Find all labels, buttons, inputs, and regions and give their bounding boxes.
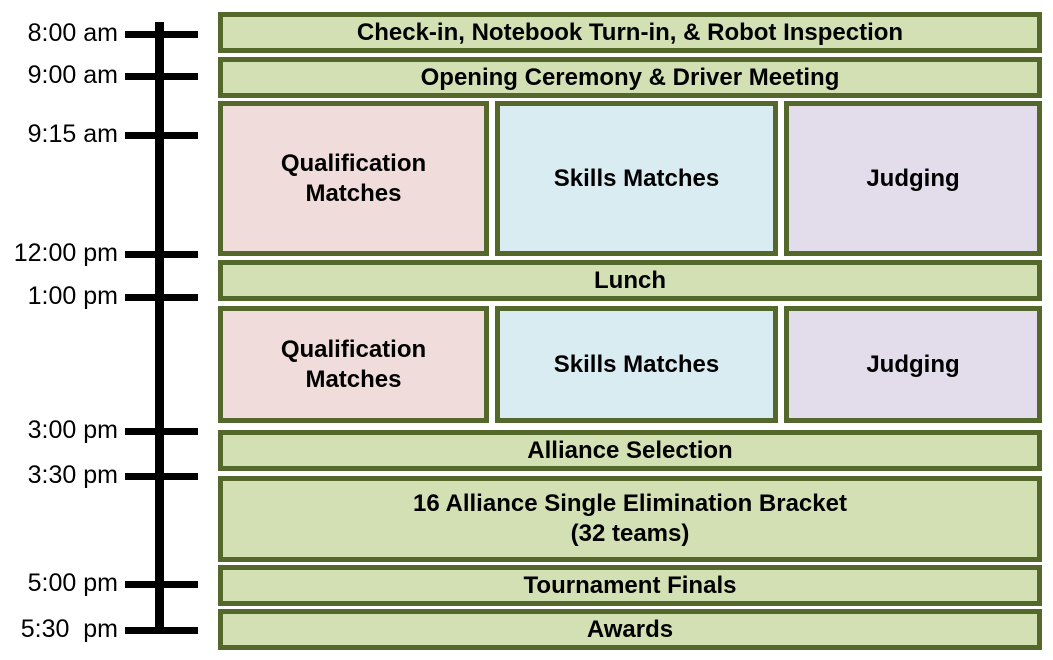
schedule-block-qualification-pm[interactable]: Qualification Matches (218, 306, 489, 423)
timeline-tick-mark (125, 428, 198, 435)
timeline-tick-label: 9:00 am (27, 61, 118, 89)
schedule-block-label: Lunch (594, 266, 666, 294)
schedule-block-label: Judging (866, 164, 960, 192)
schedule-block-label: Qualification Matches (280, 335, 427, 393)
timeline-tick-label: 1:00 pm (27, 282, 118, 310)
schedule-block-label: Judging (866, 350, 960, 378)
timeline-tick: 5:30 pm (0, 614, 210, 644)
schedule-block-label: Check-in, Notebook Turn-in, & Robot Insp… (356, 18, 904, 46)
timeline-tick: 5:00 pm (0, 568, 210, 598)
schedule-block-label: Skills Matches (553, 350, 720, 378)
schedule-block-lunch[interactable]: Lunch (218, 260, 1042, 301)
schedule-block-elimination-bracket[interactable]: 16 Alliance Single Elimination Bracket (… (218, 476, 1042, 562)
timeline-tick: 9:00 am (0, 60, 210, 90)
timeline-tick: 3:00 pm (0, 415, 210, 445)
schedule-blocks-area: Check-in, Notebook Turn-in, & Robot Insp… (218, 0, 1042, 660)
timeline-tick-label: 12:00 pm (13, 239, 118, 267)
schedule-block-label: Awards (586, 615, 674, 643)
timeline-axis: 8:00 am 9:00 am 9:15 am 12:00 pm 1:00 pm 3:00… (0, 0, 210, 660)
timeline-tick-mark (125, 251, 198, 258)
timeline-tick-mark (125, 73, 198, 80)
timeline-tick-label: 9:15 am (27, 120, 118, 148)
timeline-tick-mark (125, 132, 198, 139)
timeline-tick: 12:00 pm (0, 238, 210, 268)
timeline-tick-mark (125, 627, 198, 634)
schedule-block-label: Skills Matches (553, 164, 720, 192)
schedule-block-qualification-am[interactable]: Qualification Matches (218, 101, 489, 256)
timeline-tick: 8:00 am (0, 18, 210, 48)
schedule-block-skills-am[interactable]: Skills Matches (495, 101, 778, 256)
timeline-tick-label: 8:00 am (27, 19, 118, 47)
schedule-block-judging-pm[interactable]: Judging (784, 306, 1042, 423)
schedule-block-judging-am[interactable]: Judging (784, 101, 1042, 256)
timeline-tick: 3:30 pm (0, 460, 210, 490)
schedule-block-label: Opening Ceremony & Driver Meeting (420, 63, 840, 91)
schedule-block-label: Tournament Finals (523, 571, 737, 599)
schedule-block-alliance-selection[interactable]: Alliance Selection (218, 430, 1042, 471)
schedule-block-check-in[interactable]: Check-in, Notebook Turn-in, & Robot Insp… (218, 12, 1042, 53)
schedule-block-label: Qualification Matches (280, 149, 427, 207)
schedule-block-label: Alliance Selection (527, 436, 733, 464)
timeline-tick-label: 3:30 pm (27, 461, 118, 489)
timeline-tick-mark (125, 581, 198, 588)
schedule-block-opening-ceremony[interactable]: Opening Ceremony & Driver Meeting (218, 57, 1042, 98)
timeline-tick-label: 3:00 pm (27, 416, 118, 444)
timeline-tick-mark (125, 473, 198, 480)
timeline-tick-mark (125, 294, 198, 301)
timeline-tick-label: 5:30 pm (20, 615, 118, 643)
schedule-block-tournament-finals[interactable]: Tournament Finals (218, 565, 1042, 606)
schedule-block-label: 16 Alliance Single Elimination Bracket (… (413, 490, 847, 547)
timeline-tick-mark (125, 31, 198, 38)
timeline-tick: 9:15 am (0, 119, 210, 149)
timeline-tick: 1:00 pm (0, 281, 210, 311)
timeline-spine (155, 22, 164, 630)
schedule-block-awards[interactable]: Awards (218, 609, 1042, 650)
schedule-block-skills-pm[interactable]: Skills Matches (495, 306, 778, 423)
timeline-tick-label: 5:00 pm (27, 569, 118, 597)
